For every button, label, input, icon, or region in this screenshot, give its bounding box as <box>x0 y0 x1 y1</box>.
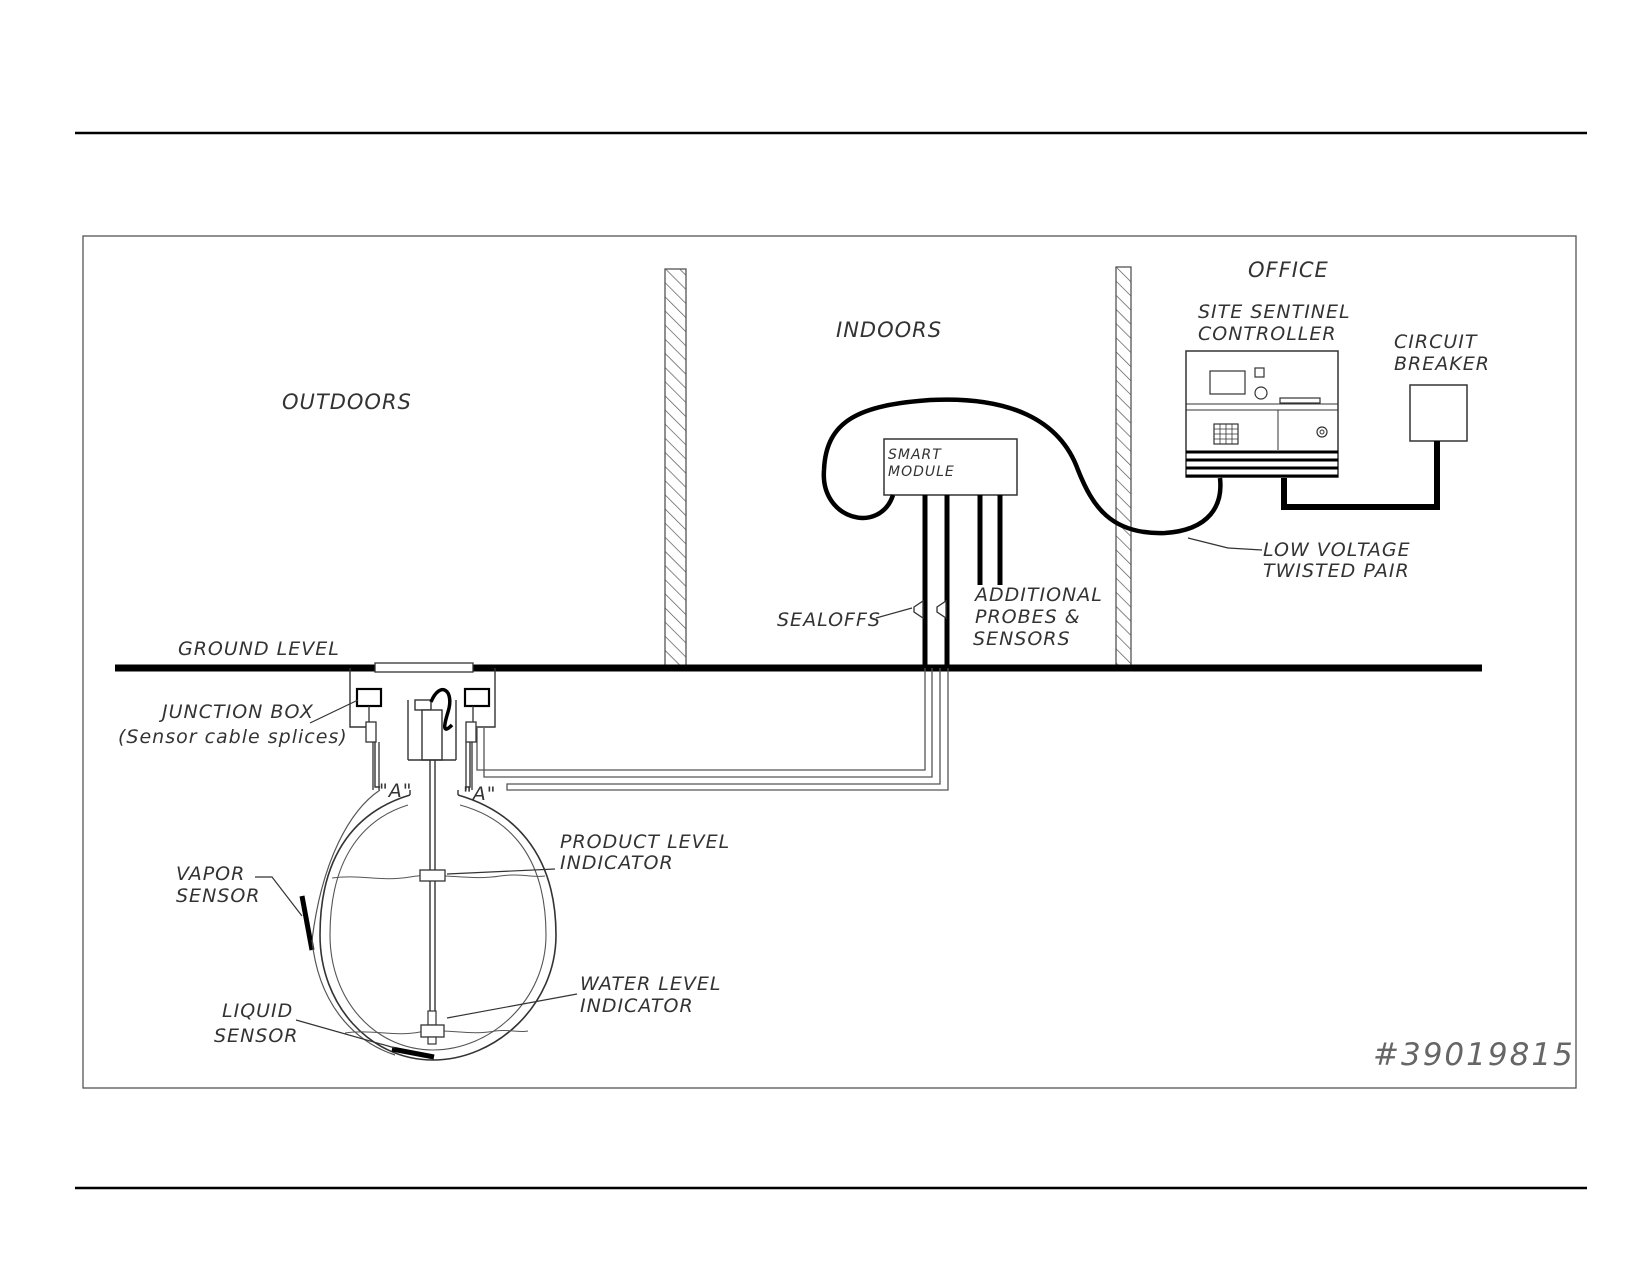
label-ground-level: GROUND LEVEL <box>178 638 340 660</box>
smart-module-loop-cable <box>821 397 1223 536</box>
wall-indoor-office <box>1115 266 1132 667</box>
controller-display <box>1209 370 1246 395</box>
product-level-leader <box>446 868 556 875</box>
drawing-frame <box>82 235 1577 1089</box>
breaker-power-cable <box>1281 441 1440 510</box>
water-level-surface <box>344 1029 529 1035</box>
label-office: OFFICE <box>1248 258 1329 282</box>
storage-tank <box>319 794 557 1061</box>
controller-indicator-square <box>1254 367 1265 378</box>
underground-conduit <box>476 668 949 791</box>
liquid-sensor <box>391 1046 435 1060</box>
label-breaker-1: CIRCUIT <box>1394 331 1478 353</box>
junction-box-left <box>355 687 383 790</box>
label-controller-1: SITE SENTINEL <box>1198 301 1351 323</box>
vapor-sensor-leader <box>255 876 303 917</box>
label-low-voltage-1: LOW VOLTAGE <box>1263 539 1411 561</box>
liquid-sensor-leader <box>295 1019 396 1049</box>
label-product-level-2: INDICATOR <box>560 852 674 874</box>
label-additional-3: SENSORS <box>973 628 1071 650</box>
label-liquid-sensor-2: SENSOR <box>214 1025 299 1047</box>
label-water-level-2: INDICATOR <box>580 995 694 1017</box>
water-level-float <box>420 1024 445 1038</box>
water-level-float-stem <box>427 1010 437 1026</box>
controller-slot <box>1279 397 1321 404</box>
label-low-voltage-2: TWISTED PAIR <box>1263 560 1410 582</box>
label-controller-2: CONTROLLER <box>1198 323 1337 345</box>
label-a-right: "A" <box>463 783 496 805</box>
sealoff-left <box>913 599 924 620</box>
label-additional-2: PROBES & <box>975 606 1081 628</box>
manhole-cover <box>374 662 474 673</box>
label-water-level-1: WATER LEVEL <box>580 973 722 995</box>
smart-module-box <box>883 438 1018 496</box>
controller-indicator-circle <box>1254 386 1268 400</box>
vapor-sensor-cable <box>311 789 381 941</box>
label-sealoffs: SEALOFFS <box>777 609 881 631</box>
label-smart-module-2: MODULE <box>888 464 955 480</box>
drawing-number: #39019815 <box>1373 1037 1575 1073</box>
product-level-float <box>419 869 446 882</box>
site-sentinel-controller <box>1185 350 1339 478</box>
controller-knob <box>1316 426 1328 438</box>
label-smart-module-1: SMART <box>888 447 942 463</box>
label-liquid-sensor-1: LIQUID <box>222 1000 293 1022</box>
label-additional-1: ADDITIONAL <box>973 584 1103 606</box>
water-level-leader <box>446 993 578 1019</box>
probe-cable-loop <box>429 688 454 731</box>
circuit-breaker-box <box>1409 384 1468 442</box>
sealoff-right <box>936 599 947 620</box>
label-indoors: INDOORS <box>836 318 942 342</box>
label-junction-box-1: JUNCTION BOX <box>158 701 314 723</box>
storage-tank-inner <box>329 804 547 1051</box>
sealoffs-leader <box>875 607 913 619</box>
label-junction-box-2: (Sensor cable splices) <box>118 726 348 748</box>
label-breaker-2: BREAKER <box>1394 353 1490 375</box>
vapor-sensor <box>299 895 315 951</box>
label-vapor-sensor-1: VAPOR <box>176 863 245 885</box>
liquid-sensor-cable <box>311 939 396 1056</box>
label-a-left: "A" <box>379 780 412 802</box>
label-vapor-sensor-2: SENSOR <box>176 885 261 907</box>
low-voltage-leader <box>1187 537 1229 549</box>
junction-box-right <box>463 687 491 790</box>
product-level-surface <box>331 874 546 880</box>
label-product-level-1: PRODUCT LEVEL <box>560 831 730 853</box>
label-outdoors: OUTDOORS <box>282 390 412 414</box>
probe-riser <box>407 699 457 1040</box>
wall-outdoor-indoor <box>664 268 687 667</box>
controller-vent-stripes <box>1186 450 1338 478</box>
junction-box-leader <box>309 699 359 724</box>
controller-keypad <box>1213 423 1239 445</box>
